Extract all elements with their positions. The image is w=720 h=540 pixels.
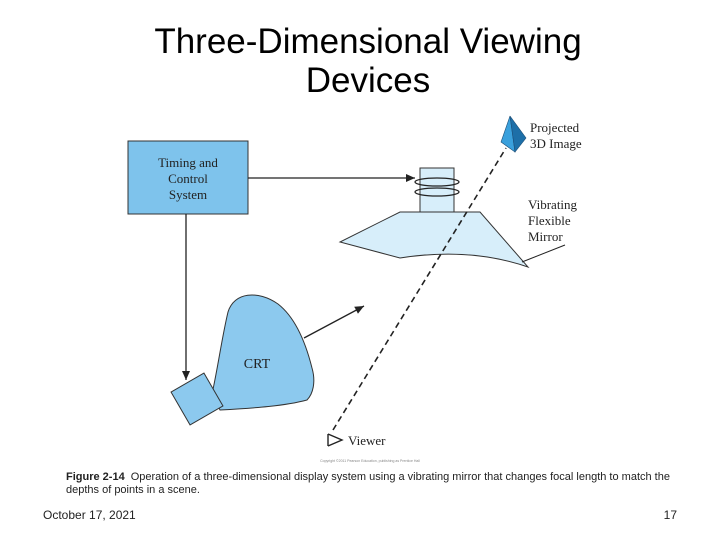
figure-diagram: Timing and Control System CRT Projected … [60, 112, 672, 464]
timing-box-line-1: Timing and [158, 155, 218, 170]
crt-label: CRT [244, 357, 271, 372]
crt-neck [170, 372, 224, 426]
slide-title: Three-Dimensional Viewing Devices [100, 22, 636, 100]
crt-tube-shape [211, 294, 315, 411]
projected-label-line-2: 3D Image [530, 136, 582, 151]
caption-text: Operation of a three-dimensional display… [66, 471, 670, 496]
timing-control-box [127, 140, 249, 215]
mirror-label-line-3: Mirror [528, 229, 563, 244]
coil-loop-2 [414, 187, 460, 197]
viewer-label: Viewer [348, 433, 386, 448]
mirror-label-line-2: Flexible [528, 213, 571, 228]
coil-loop-1 [414, 177, 460, 187]
diagram-svg: Timing and Control System CRT Projected … [127, 115, 582, 463]
projected-label-line-1: Projected [530, 120, 580, 135]
title-line-1: Three-Dimensional Viewing [154, 22, 582, 61]
mirror-label-leader [521, 244, 566, 263]
vibrating-mirror-shape [338, 211, 530, 269]
mirror-neck [419, 167, 455, 213]
timing-box-line-3: System [169, 187, 207, 202]
mirror-label-line-1: Vibrating [528, 197, 578, 212]
caption-label: Figure 2-14 [66, 471, 125, 483]
viewer-sight-line [332, 147, 507, 431]
timing-box-line-2: Control [168, 171, 208, 186]
title-line-2: Devices [305, 61, 431, 100]
light-path-arrow [303, 305, 365, 339]
copyright-note: Copyright ©2011 Pearson Education, publi… [320, 459, 420, 463]
viewer-eye-icon [327, 433, 344, 447]
projected-image-pyramid-right [509, 115, 527, 153]
footer-date: October 17, 2021 [43, 508, 136, 522]
footer-page-number: 17 [663, 508, 677, 522]
